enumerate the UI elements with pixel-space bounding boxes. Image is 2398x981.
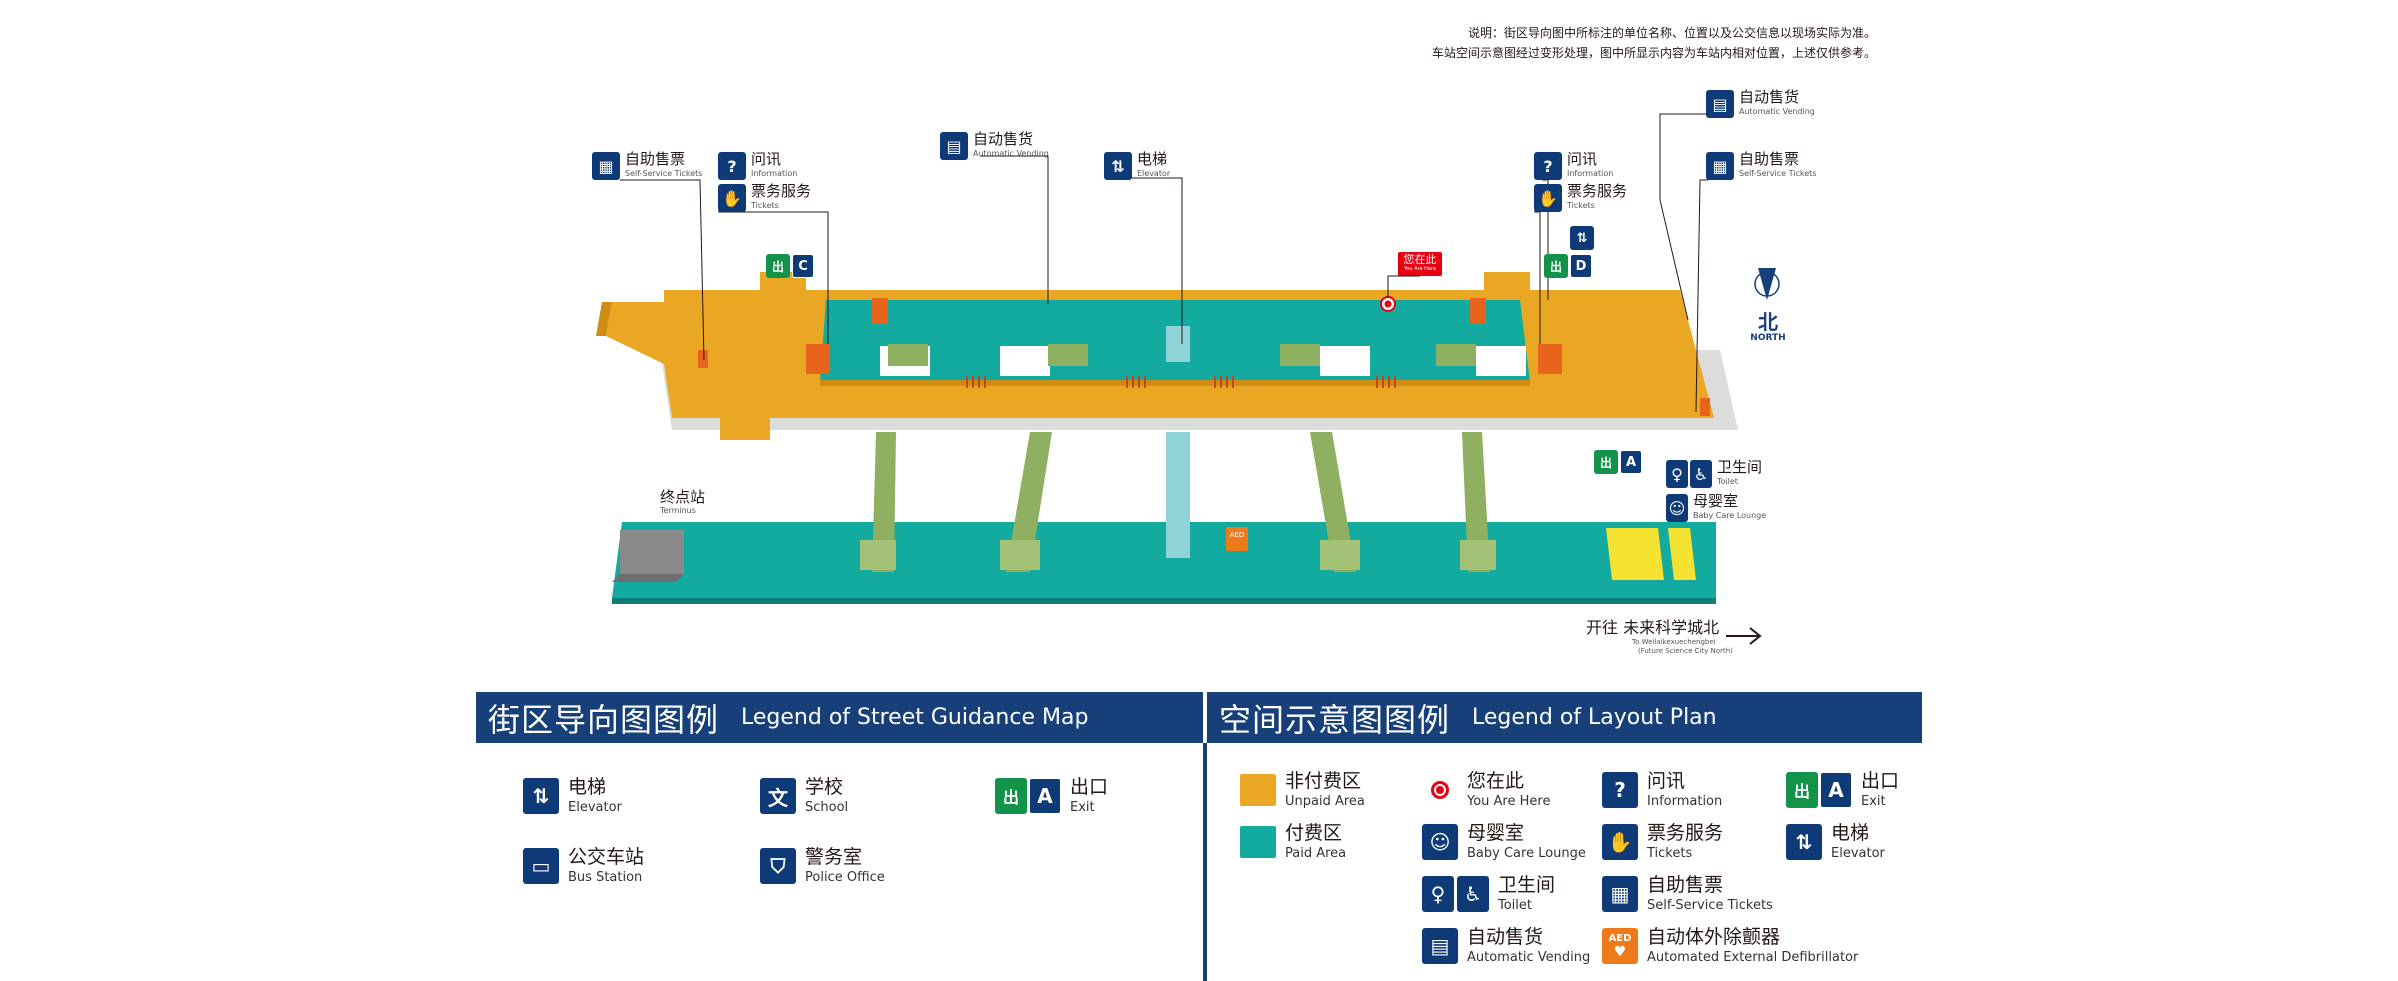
service-booth-right [1538, 344, 1562, 374]
question-icon: ? [1602, 772, 1638, 808]
aed-marker [1226, 527, 1248, 551]
you-are-here-tag [1398, 252, 1442, 276]
baby-care-icon: ☺ [1422, 824, 1458, 860]
aed-icon: AED♥ [1602, 928, 1638, 964]
legend-layout-header: 空间示意图图例 Legend of Layout Plan [1207, 692, 1922, 743]
question-icon: ? [718, 152, 746, 180]
you-are-here-label: 您在此 You Are Here [1403, 253, 1437, 272]
vending-icon: ▤ [1422, 928, 1458, 964]
ticket-service-icon: ✋ [1602, 824, 1638, 860]
question-icon: ? [1534, 152, 1562, 180]
elevator-icon: ⇅ [523, 778, 559, 814]
note-line-2: 车站空间示意图经过变形处理，图中所显示内容为车站内相对位置，上述仅供参考。 [1431, 46, 1876, 60]
elevator-icon: ⇅ [1570, 226, 1594, 250]
platform-floor [612, 522, 1716, 598]
accessible-icon: ♿ [1690, 460, 1712, 488]
elevator-shaft [1166, 432, 1190, 558]
ticket-service-icon: ✋ [718, 184, 746, 212]
ticket-machine-icon: ▦ [592, 152, 620, 180]
toilet-block [1606, 528, 1664, 580]
exit-d-sign: 出 D [1544, 254, 1592, 278]
direction-label: 开往 未来科学城北 To Weilaikexuechengbei (Future… [1586, 618, 1733, 655]
fare-gates [966, 376, 1396, 388]
ticket-machine-icon: ▦ [1602, 876, 1638, 912]
police-icon: ⛉ [760, 848, 796, 884]
elevator-icon: ⇅ [1786, 824, 1822, 860]
note-line-1: 说明：街区导向图中所标注的单位名称、位置以及公交信息以现场实际为准。 [1467, 26, 1876, 40]
legend-street-header: 街区导向图图例 Legend of Street Guidance Map [476, 692, 1203, 743]
north-label: 北 NORTH [1750, 310, 1786, 343]
platform-edge [612, 598, 1716, 604]
exit-icon: 出 [995, 778, 1027, 814]
exit-a-sign: 出 A [1594, 450, 1642, 474]
ticket-machine-icon: ▦ [1706, 152, 1734, 180]
toilet-icon: ♀ [1666, 460, 1688, 488]
ticket-service-icon: ✋ [1534, 184, 1562, 212]
bus-icon: ▭ [523, 848, 559, 884]
north-arrow-icon [1758, 268, 1776, 300]
stair-group [860, 432, 1496, 572]
baby-care-icon: ☺ [1666, 494, 1688, 522]
terminus-block [620, 530, 684, 574]
svg-text:AED: AED [1230, 531, 1245, 539]
terminus-label: 终点站 Terminus [660, 488, 706, 515]
exit-c-sign: 出 C [766, 254, 814, 278]
vending-icon: ▤ [1706, 90, 1734, 118]
elevator-icon: ⇅ [1104, 152, 1132, 180]
toilet-icon: ♀ [1422, 876, 1454, 912]
station-layout-plan: AED [596, 113, 1780, 645]
school-icon: 文 [760, 778, 796, 814]
service-booth-left [806, 344, 830, 374]
accessible-icon: ♿ [1457, 876, 1489, 912]
vending-icon: ▤ [940, 132, 968, 160]
exit-icon: 出 [1786, 772, 1818, 808]
you-are-here-icon [1422, 772, 1458, 808]
legend-divider [1203, 743, 1207, 981]
